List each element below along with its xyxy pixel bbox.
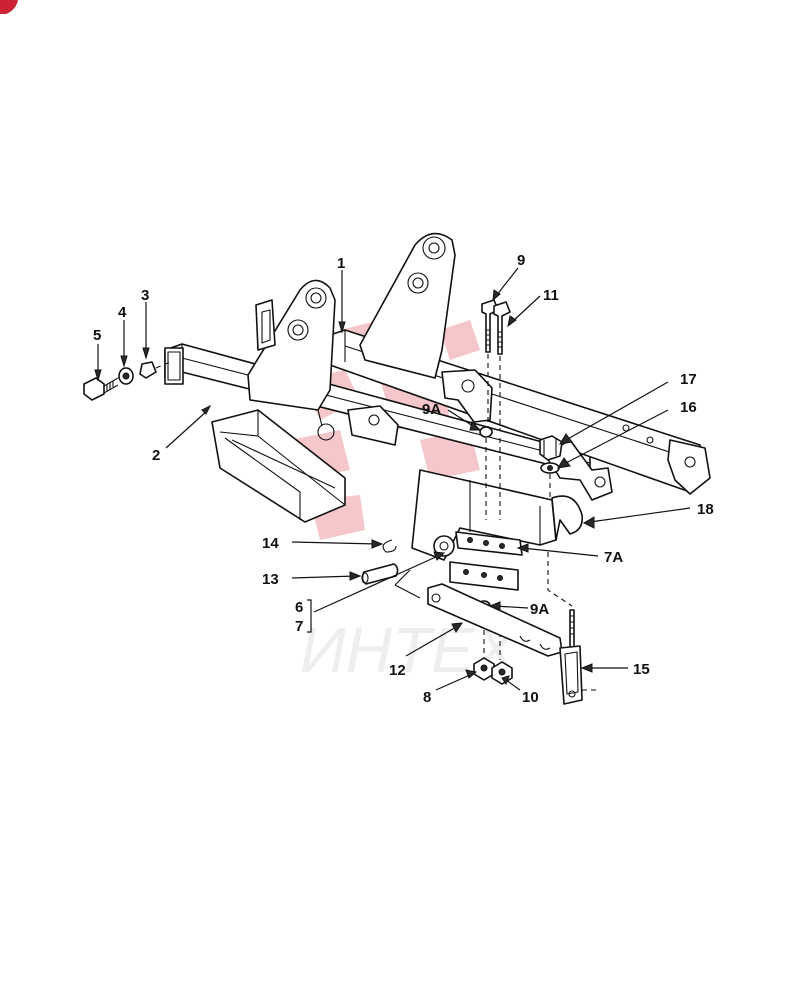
- upright-plate-left: [247, 279, 336, 411]
- nut-3: [139, 361, 157, 379]
- label-part-10: 10: [522, 689, 539, 706]
- bolt-11: [493, 301, 511, 355]
- mid-bracket: [347, 405, 399, 446]
- label-part-9a-lower: 9A: [530, 601, 549, 618]
- label-part-8: 8: [423, 689, 431, 706]
- label-part-4: 4: [118, 304, 127, 321]
- label-part-2: 2: [152, 447, 160, 464]
- label-part-6: 6: [295, 599, 303, 616]
- leader-lines: [94, 267, 691, 691]
- hardware-left: [83, 361, 171, 401]
- label-part-14: 14: [262, 535, 279, 552]
- label-part-17: 17: [680, 371, 697, 388]
- nut-17: [539, 435, 563, 461]
- pin-and-clip: [361, 535, 455, 585]
- pin-boss: [433, 535, 455, 557]
- label-part-11: 11: [543, 287, 559, 304]
- nut-stack: [539, 435, 563, 500]
- label-part-9: 9: [517, 252, 525, 269]
- corner-badge: [0, 0, 18, 14]
- bolt-9: [481, 299, 499, 353]
- label-part-13: 13: [262, 571, 279, 588]
- clip-14: [382, 539, 397, 553]
- label-part-7a: 7A: [604, 549, 623, 566]
- label-part-9a-upper: 9A: [422, 401, 441, 418]
- clamp-bracket: [441, 369, 493, 423]
- upright-plate-right: [359, 232, 456, 379]
- label-part-15: 15: [633, 661, 650, 678]
- tube-end-cap: [164, 347, 184, 385]
- receiver-box: [211, 409, 346, 523]
- label-part-12: 12: [389, 662, 406, 679]
- plate-7a: [455, 531, 523, 556]
- hook-bracket: [544, 439, 613, 501]
- shackle-15: [547, 552, 600, 705]
- clevis-hook: [551, 495, 584, 541]
- label-part-18: 18: [697, 501, 714, 518]
- label-part-7: 7: [295, 618, 303, 635]
- bracket-left: [255, 299, 276, 351]
- label-part-16: 16: [680, 399, 697, 416]
- label-part-1: 1: [337, 255, 345, 272]
- part-labels: 1 2 3 4 5 9 11 9A 17 16 18 14 13 6 7 7A …: [93, 252, 714, 706]
- frame-assembly: [164, 232, 711, 561]
- label-part-3: 3: [141, 287, 149, 304]
- label-part-5: 5: [93, 327, 101, 344]
- washer-9a-upper: [479, 426, 493, 438]
- bolt-5: [83, 377, 105, 401]
